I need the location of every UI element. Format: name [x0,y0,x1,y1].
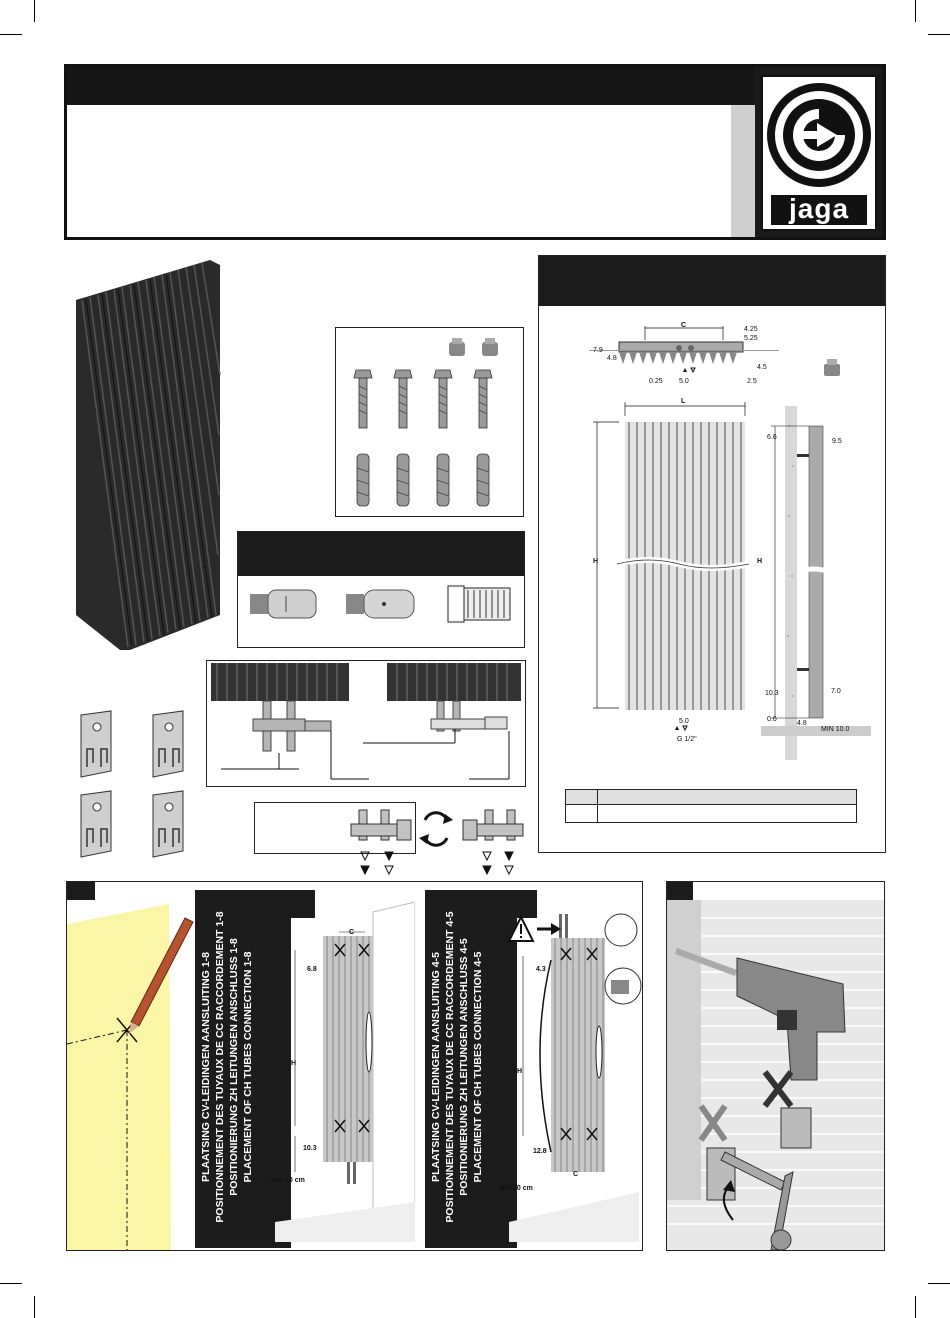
step-b-min: Min 10 cm [499,1185,533,1192]
step-a-radiator-drawing [275,902,415,1242]
pencil-icon [129,917,194,1034]
table-header-row [565,789,857,805]
header: jaga [64,64,886,240]
crop-mark [928,34,950,35]
header-stripe [731,105,755,237]
valve-connection-panel [206,660,526,787]
step-a-tab [291,890,315,918]
side-dim-height: H [757,558,763,565]
dimension-table [565,789,857,823]
step-number-tab [67,882,95,900]
top-dim-c: C [681,322,687,329]
step-a-dim-bot: 10.3 [303,1145,317,1152]
top-dim-4: 7.9 [593,347,603,354]
side-dim-bot3: 0.6 [767,716,777,723]
front-dim-thread: G 1/2" [677,736,697,743]
step-a-line-4: PLACEMENT OF CH TUBES CONNECTION 1-8 [242,951,254,1183]
side-dim-bot2: 7.0 [831,688,841,695]
step-a-dim-c: C [349,929,355,936]
front-view-drawing [593,402,750,732]
thermostat-heads-illustration [250,585,511,623]
warning-icon [507,915,561,942]
crop-mark [915,0,916,22]
side-dim-top2: 9.5 [832,438,842,445]
top-dim-8: 2.5 [747,378,757,385]
top-dim-1: 4.25 [744,326,758,333]
step-b-dim-bot: 12.8 [533,1148,547,1155]
valve-connection-illustration [211,663,521,780]
valve-cap-icon [824,359,840,376]
side-view-drawing [761,406,871,760]
wall-brackets-illustration [80,710,184,858]
valve-swap-illustration [350,809,524,876]
thermostat-head-1 [250,589,317,619]
crop-mark [34,1296,35,1318]
swap-arrows-icon [423,811,449,847]
crop-mark [34,0,35,22]
drilling-step-tab [667,882,693,900]
thermostat-head-2 [346,589,415,619]
crop-mark [928,1283,950,1284]
side-dim-bot1: 10.3 [765,690,779,697]
step-b-line-3: POSITIONIERUNG ZH LEITUNGEN ANSCHLUSS 4-… [458,938,470,1196]
top-dim-5: 4.5 [757,364,767,371]
thermostat-panel [237,531,525,648]
step-b-radiator-drawing [509,913,642,1242]
step-a-line-2: POSITIONNEMENT DES TUYAUX DE CC RACCORDE… [214,911,226,1223]
step-b-dim-top: 4.3 [536,966,546,973]
crop-mark [915,1296,916,1318]
table-row [565,805,857,823]
thermostat-head-3 [447,585,511,623]
front-dim-height: H [593,558,599,565]
step-a-dim-top: 6.8 [307,966,317,973]
wrench-icon [770,1171,794,1250]
logo-wordmark: jaga [771,195,867,225]
logo-frame: jaga [761,75,877,231]
step-b-title: PLAATSING CV-LEIDINGEN AANSLUITING 4-5 P… [429,890,485,1244]
step-b-title-bar [425,890,517,1248]
top-dim-6: 0.25 [649,378,663,385]
table-col-divider [597,789,598,823]
step-b-line-2: POSITIONNEMENT DES TUYAUX DE CC RACCORDE… [444,911,456,1223]
jaga-logo: jaga [755,67,883,237]
fixings-illustration [353,338,498,507]
step-a-min: Min 10 cm [271,1177,305,1184]
crop-mark [0,1283,22,1284]
step-b-line-1: PLAATSING CV-LEIDINGEN AANSLUITING 4-5 [430,952,442,1182]
dimensions-panel-bar [539,256,885,306]
step-b-tab [517,890,537,918]
top-dim-7: 5.0 [679,378,689,385]
step-a-line-1: PLAATSING CV-LEIDINGEN AANSLUITING 1-8 [200,952,212,1182]
step-a-title: PLAATSING CV-LEIDINGEN AANSLUITING 1-8 P… [199,890,255,1244]
drilling-step-panel [666,881,885,1251]
thermostat-panel-bar [238,532,524,576]
drill-icon [675,948,846,1081]
radiator-illustration [76,260,221,650]
side-dim-top1: 6.6 [767,434,777,441]
step-a-line-3: POSITIONIERUNG ZH LEITUNGEN ANSCHLUSS 1-… [228,938,240,1196]
header-bar [67,67,883,105]
fixings-panel [335,327,524,517]
side-dim-bot4: 4.8 [797,720,807,727]
step-b-dim-c: C [573,1171,579,1178]
step-a-dim-h: H [291,1060,297,1067]
install-step-panel: PLAATSING CV-LEIDINGEN AANSLUITING 1-8 P… [66,881,643,1251]
front-dim-bottom: 5.0 [679,718,689,725]
valve-cap-icons [449,338,498,356]
step-b-line-4: PLACEMENT OF CH TUBES CONNECTION 4-5 [472,951,484,1183]
top-view-drawing [589,326,779,374]
wall-marking-illustration [67,904,194,1250]
front-dim-length: L [681,398,686,405]
step-a-title-bar [195,890,291,1248]
crop-mark [0,34,22,35]
top-dim-2: 5.25 [744,335,758,342]
logo-arrow-icon [767,83,871,187]
top-dim-3: 4.8 [607,355,617,362]
drilling-illustration [667,900,884,1250]
dimensions-panel: C 4.25 5.25 4.8 7.9 4.5 0.25 5.0 2.5 L H… [538,255,886,853]
step-b-dim-h: H [517,1068,523,1075]
side-dim-min: MIN 10.0 [821,726,850,733]
